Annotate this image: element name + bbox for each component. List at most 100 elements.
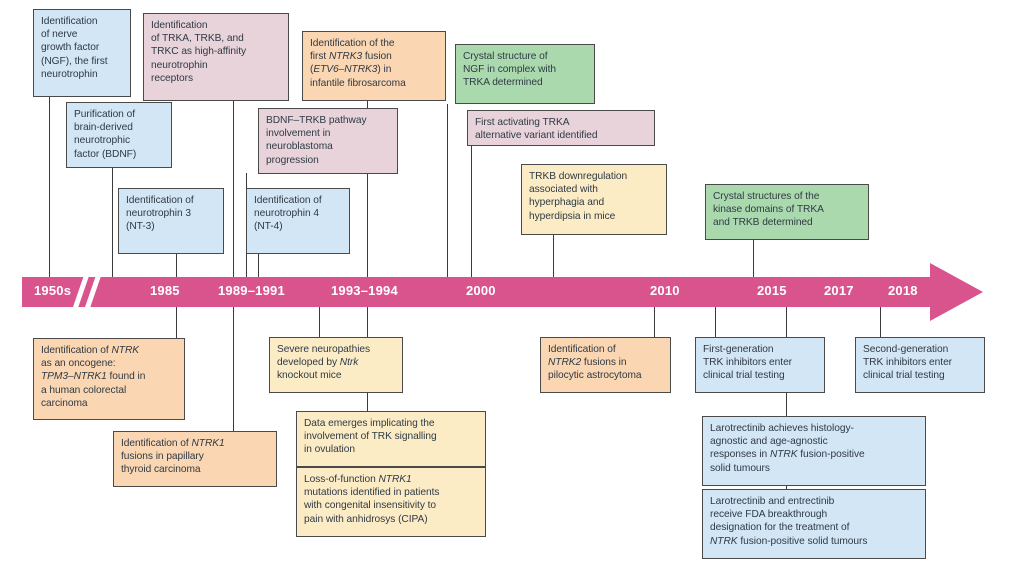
event-line: factor (BDNF) (74, 148, 165, 161)
connector-stem (654, 307, 656, 337)
event-line: in ovulation (304, 443, 479, 456)
event-line: TRKA determined (463, 76, 588, 89)
text-run: TRKB downregulation (529, 171, 628, 182)
event-line: TPM3–NTRK1 found in (41, 370, 178, 383)
gene-name: NTRK (710, 535, 738, 547)
event-line: Crystal structures of the (713, 190, 862, 203)
text-run: Identification of (254, 195, 322, 206)
event-line: fusions in papillary (121, 450, 270, 463)
axis-tick-2017: 2017 (824, 283, 854, 298)
text-run: fusions in papillary (121, 451, 204, 463)
event-line: infantile fibrosarcoma (310, 77, 439, 90)
text-run: Identification of the (310, 38, 395, 49)
text-run: hyperphagia and (529, 197, 605, 209)
text-run: First-generation (703, 344, 774, 355)
connector-stem (447, 104, 449, 278)
event-line: hyperphagia and (529, 196, 660, 209)
text-run: neurotrophic (74, 135, 131, 147)
text-run: TRKA determined (463, 77, 543, 89)
text-run: Data emerges implicating the (304, 418, 435, 429)
gene-name: NTRK (769, 449, 798, 461)
text-run: neurotrophin 3 (126, 208, 192, 220)
axis-tick-2018: 2018 (888, 283, 918, 298)
connector-stem (880, 307, 882, 337)
text-run: a human colorectal (41, 384, 127, 396)
event-box-kinase-domain-crystal[interactable]: Crystal structures of the kinase domains … (705, 184, 869, 240)
gene-name: NTRK (111, 345, 140, 356)
event-line: Identification of NTRK1 (121, 437, 270, 450)
text-run: responses in (710, 449, 770, 461)
text-run: Identification of (548, 344, 616, 355)
event-line: thyroid carcinoma (121, 463, 270, 476)
event-line: of nerve (41, 28, 124, 41)
text-run: neuroblastoma (266, 141, 333, 153)
event-line: progression (266, 154, 391, 167)
gene-name: Ntrk (339, 357, 359, 369)
event-line: Larotrectinib achieves histology- (710, 422, 919, 435)
text-run: clinical trial testing (703, 370, 785, 382)
text-run: pain with anhidrosys (CIPA) (304, 513, 428, 525)
text-run: hyperdipsia in mice (529, 210, 616, 222)
event-line: growth factor (41, 41, 124, 54)
event-line: Loss-of-function NTRK1 (304, 473, 479, 486)
event-line: Data emerges implicating the (304, 417, 479, 430)
event-box-larotrectinib-agnostic[interactable]: Larotrectinib achieves histology-agnosti… (702, 416, 926, 486)
text-run: kinase domains of TRKA (713, 204, 824, 216)
connector-stem (753, 240, 755, 278)
text-run: alternative variant identified (475, 130, 598, 142)
connector-stem (233, 101, 235, 278)
event-line: as an oncogene: (41, 357, 178, 370)
connector-stem (176, 253, 178, 278)
event-line: First activating TRKA (475, 116, 648, 129)
event-line: pilocytic astrocytoma (548, 369, 664, 382)
event-line: Second-generation (863, 343, 978, 356)
event-line: TRK inhibitors enter (703, 356, 818, 369)
event-line: TRKB downregulation (529, 170, 660, 183)
text-run: ( (310, 64, 314, 76)
event-line: involvement of TRK signalling (304, 430, 479, 443)
event-line: NTRK fusion-positive solid tumours (710, 535, 919, 548)
text-run: infantile fibrosarcoma (310, 77, 406, 89)
text-run: knockout mice (277, 370, 342, 382)
text-run: thyroid carcinoma (121, 464, 201, 476)
text-run: carcinoma (41, 397, 88, 409)
text-run: pilocytic astrocytoma (548, 370, 642, 382)
text-run: Crystal structures of the (713, 191, 820, 202)
text-run: mutations identified in patients (304, 487, 440, 499)
event-line: Identification of (548, 343, 664, 356)
event-line: agnostic and age-agnostic (710, 435, 919, 448)
text-run: Identification (151, 20, 208, 31)
event-line: of TRKA, TRKB, and (151, 32, 282, 45)
event-line: alternative variant identified (475, 129, 648, 142)
event-line: (NT-4) (254, 220, 343, 233)
event-line: responses in NTRK fusion-positive (710, 448, 919, 461)
event-line: neurotrophic (74, 134, 165, 147)
event-line: developed by Ntrk (277, 356, 396, 369)
text-run: Loss-of-function (304, 474, 379, 485)
text-run: NGF in complex with (463, 64, 557, 76)
text-run: Severe neuropathies (277, 344, 371, 355)
event-line: NTRK2 fusions in (548, 356, 664, 369)
gene-name: NTRK2 (548, 357, 582, 369)
text-run: neurotrophin (41, 68, 98, 80)
